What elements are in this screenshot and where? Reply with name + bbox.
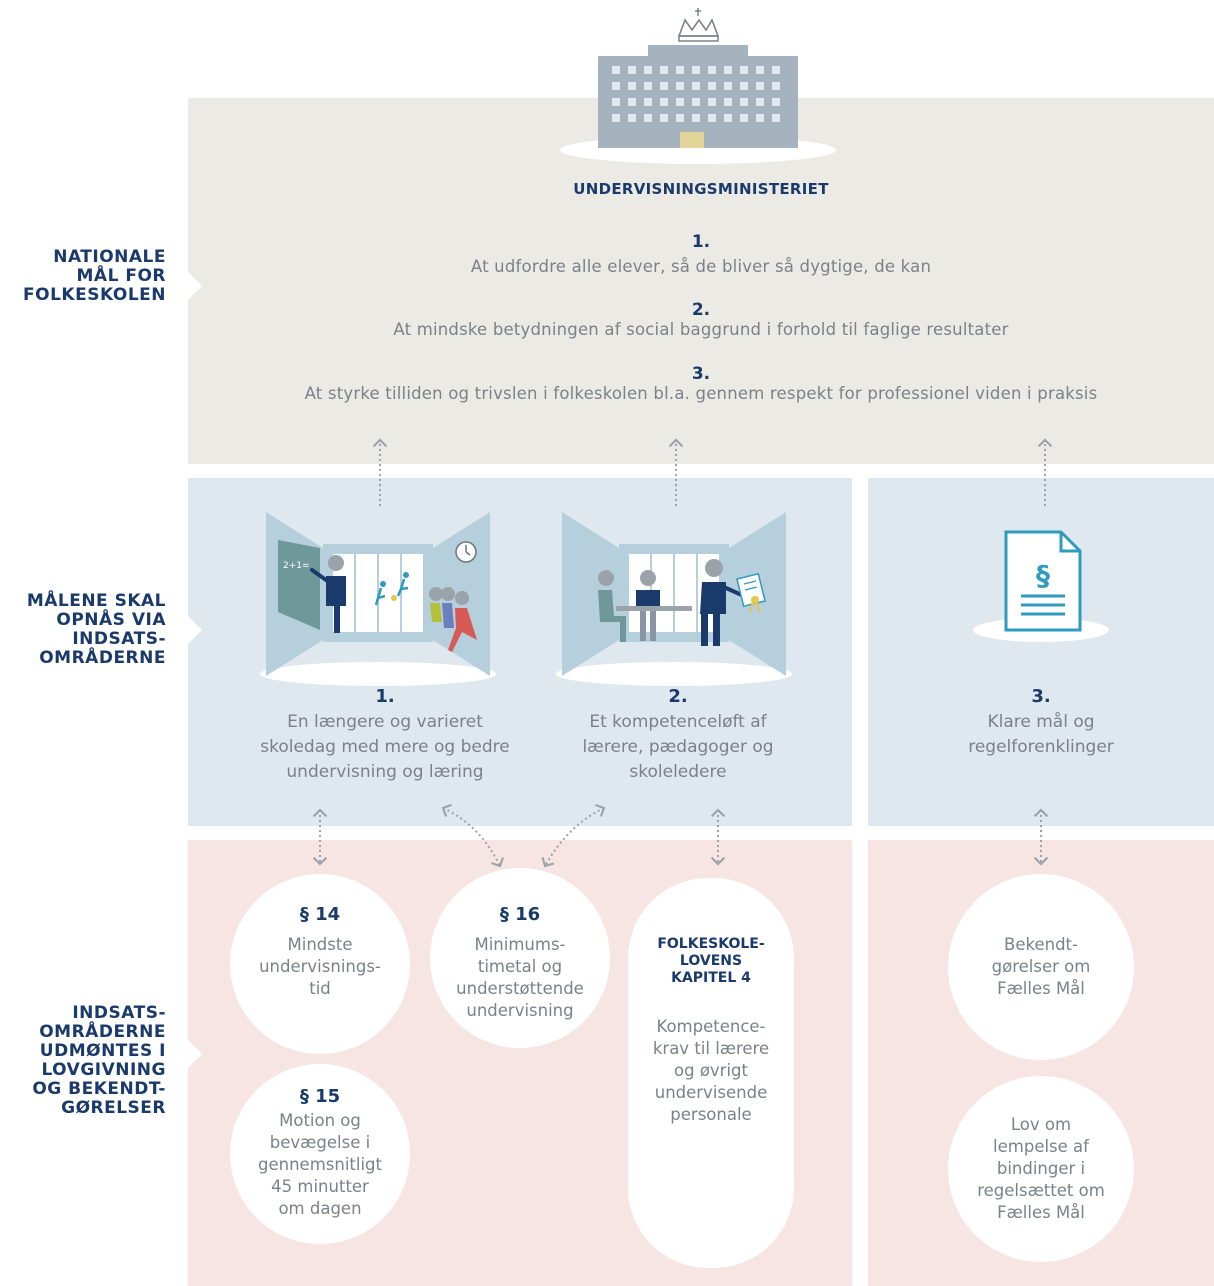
- law-circle-bekendtgorelser: Bekendt- gørelser om Fælles Mål: [948, 874, 1134, 1060]
- bekendtgorelser-text: Bekendt- gørelser om Fælles Mål: [991, 935, 1091, 998]
- law-circle-lov: Lov om lempelse af bindinger i regelsætt…: [948, 1076, 1134, 1262]
- law-circle-p14: § 14 Mindste undervisnings- tid: [230, 874, 410, 1054]
- p16-heading: § 16: [499, 904, 541, 925]
- area-2-number: 2.: [668, 686, 688, 707]
- crown-icon: [677, 8, 720, 42]
- p14-heading: § 14: [299, 904, 341, 925]
- area-3-line: regelforenklinger: [968, 737, 1114, 757]
- ministry-title: UNDERVISNINGSMINISTERIET: [573, 180, 829, 198]
- p16-text: Minimums- timetal og understøttende unde…: [456, 935, 584, 1020]
- focus-area-3-band: [868, 478, 1214, 826]
- p15-heading: § 15: [299, 1086, 341, 1107]
- p14-text: Mindste undervisnings- tid: [259, 935, 381, 998]
- goal-2-number: 2.: [691, 300, 711, 320]
- chapter4-text: Kompetence- krav til lærere og øvrigt un…: [652, 1017, 770, 1124]
- goal-1-number: 1.: [691, 232, 711, 252]
- area-1-line: undervisning og læring: [286, 762, 484, 782]
- goal-2-text: At mindske betydningen af social baggrun…: [393, 320, 1009, 339]
- area-2-text: Et kompetenceløft af lærere, pædagoger o…: [513, 710, 843, 785]
- law-circle-p16: § 16 Minimums- timetal og understøttende…: [430, 868, 610, 1048]
- side-label-goals: NATIONALE MÅL FOR FOLKESKOLEN: [23, 247, 166, 305]
- chevron-right-icon: [188, 616, 202, 644]
- national-goals-band: [188, 98, 1214, 464]
- area-2-line: skoleledere: [629, 762, 727, 782]
- chevron-right-icon: [188, 272, 202, 300]
- chapter4-heading: FOLKESKOLE- LOVENS KAPITEL 4: [657, 936, 765, 986]
- goal-3-text: At styrke tilliden og trivslen i folkesk…: [304, 384, 1098, 403]
- area-3-text: Klare mål og regelforenklinger: [868, 710, 1214, 760]
- side-label-law: INDSATS- OMRÅDERNE UDMØNTES I LOVGIVNING…: [32, 1003, 166, 1118]
- area-2-line: lærere, pædagoger og: [582, 737, 774, 757]
- law-circle-p15: § 15 Motion og bevægelse i gennemsnitlig…: [230, 1064, 410, 1244]
- law-pill-chapter4: FOLKESKOLE- LOVENS KAPITEL 4 Kompetence-…: [628, 878, 794, 1268]
- area-1-text: En længere og varieret skoledag med mere…: [220, 710, 550, 785]
- area-1-line: skoledag med mere og bedre: [260, 737, 510, 757]
- p15-text: Motion og bevægelse i gennemsnitligt 45 …: [258, 1111, 382, 1218]
- goal-1-text: At udfordre alle elever, så de bliver så…: [470, 257, 932, 276]
- area-1-line: En længere og varieret: [287, 712, 483, 732]
- area-2-line: Et kompetenceløft af: [589, 712, 767, 732]
- area-3-line: Klare mål og: [987, 712, 1095, 732]
- area-3-number: 3.: [1031, 686, 1051, 707]
- lov-text: Lov om lempelse af bindinger i regelsætt…: [977, 1115, 1105, 1222]
- chevron-right-icon: [188, 1040, 202, 1068]
- side-label-areas: MÅLENE SKAL OPNÅS VIA INDSATS- OMRÅDERNE: [26, 591, 166, 668]
- area-1-number: 1.: [375, 686, 395, 707]
- goal-3-number: 3.: [691, 364, 711, 384]
